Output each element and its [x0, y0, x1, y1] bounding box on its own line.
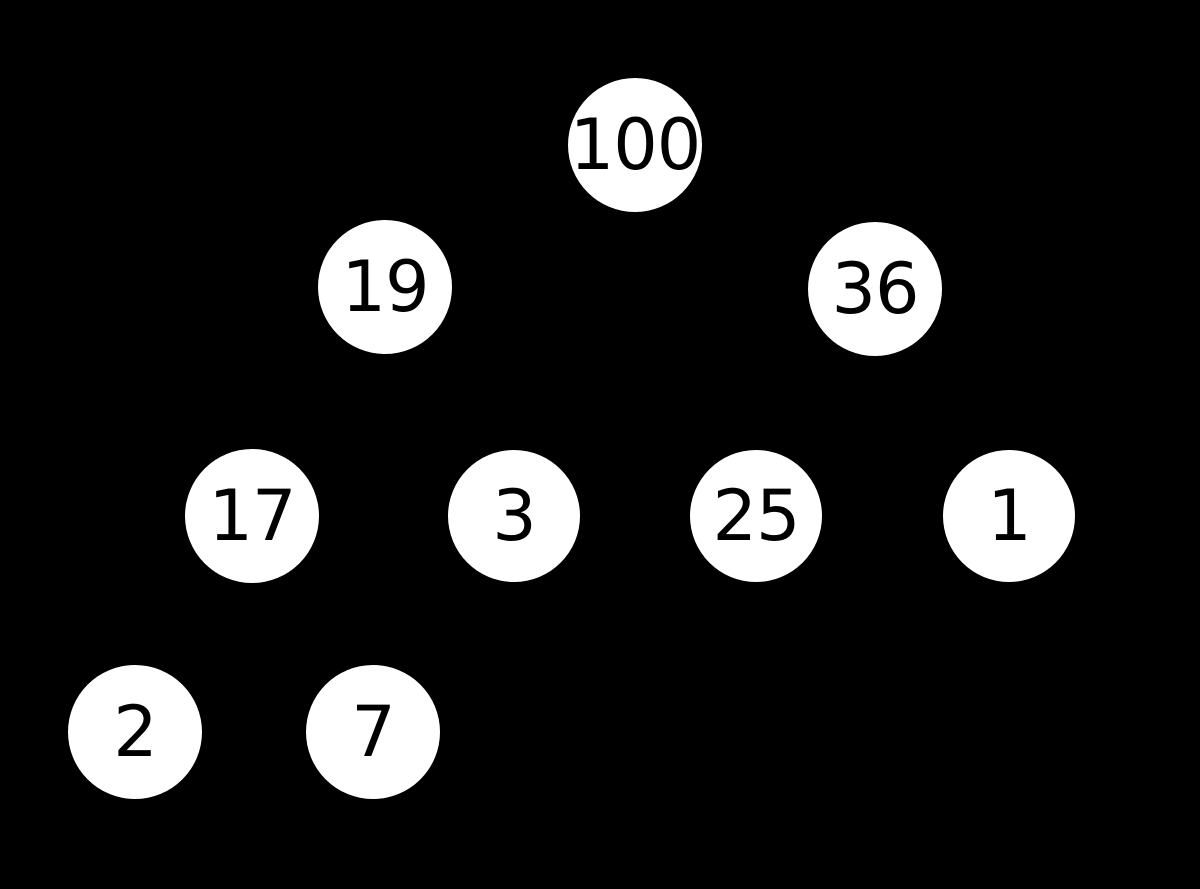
node-label: 3 — [492, 475, 537, 557]
tree-node-2: 2 — [68, 665, 202, 799]
tree-node-1: 1 — [943, 450, 1075, 582]
node-label: 36 — [831, 248, 919, 330]
tree-node-19: 19 — [318, 220, 452, 354]
tree-node-25: 25 — [690, 450, 822, 582]
tree-node-3: 3 — [448, 450, 580, 582]
node-label: 2 — [113, 691, 158, 773]
tree-node-36: 36 — [808, 222, 942, 356]
tree-node-17: 17 — [185, 449, 319, 583]
tree-node-7: 7 — [306, 665, 440, 799]
node-label: 19 — [341, 246, 429, 328]
node-label: 25 — [712, 475, 800, 557]
node-label: 100 — [569, 104, 702, 186]
node-label: 1 — [987, 475, 1032, 557]
node-label: 17 — [208, 475, 296, 557]
node-label: 7 — [351, 691, 396, 773]
tree-node-100: 100 — [568, 78, 702, 212]
